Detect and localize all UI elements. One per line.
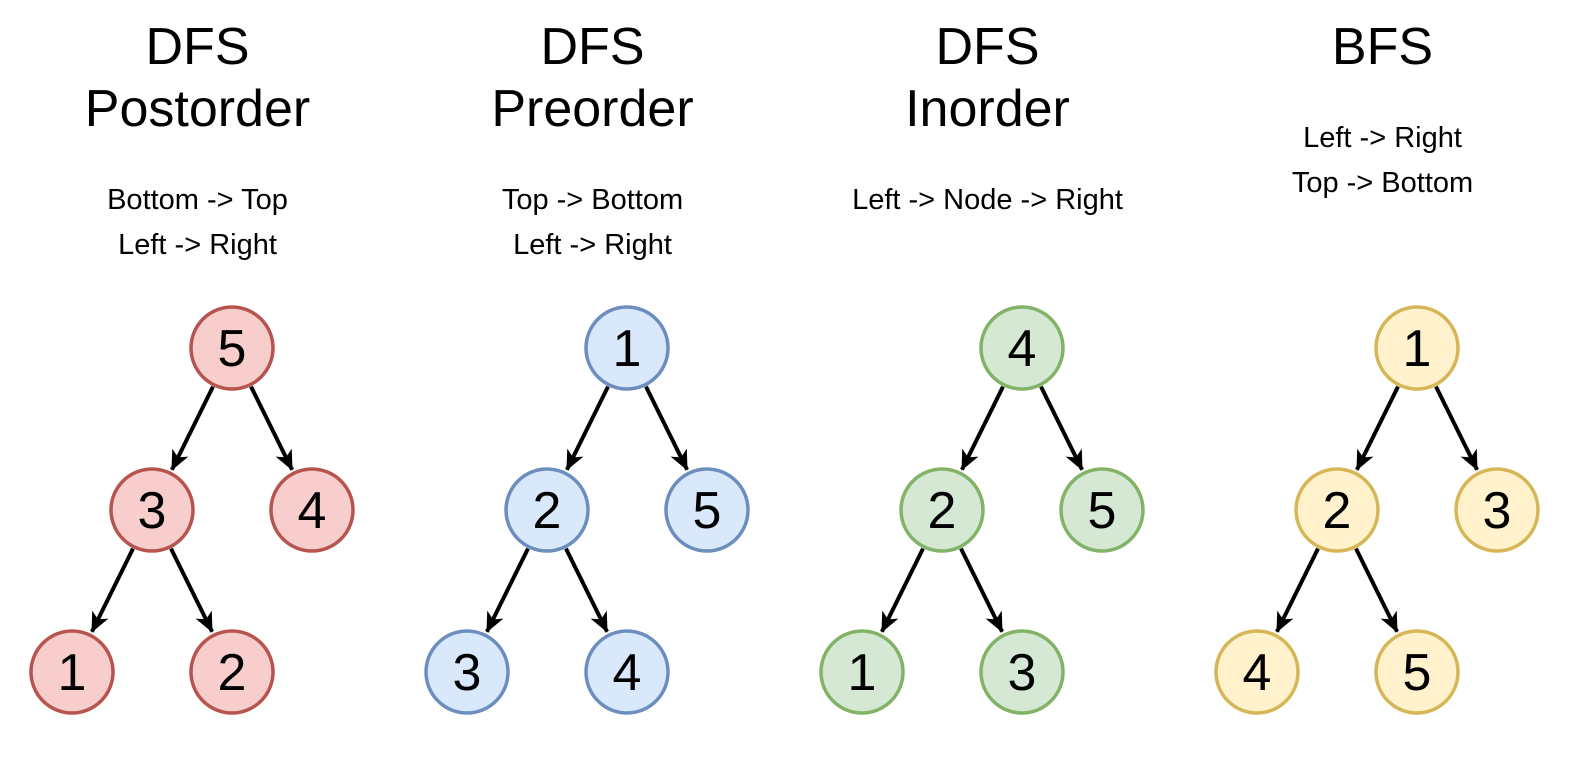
tree-node-right bbox=[1059, 467, 1145, 553]
tree-node-root bbox=[979, 305, 1065, 391]
tree-node-left_left bbox=[1214, 629, 1300, 715]
title-line: DFS bbox=[145, 18, 250, 76]
tree-node-left bbox=[109, 467, 195, 553]
tree-node-right bbox=[269, 467, 355, 553]
tree-bfs: 1 2 3 4 5 bbox=[1185, 300, 1580, 718]
subtitle-line: Top -> Bottom bbox=[501, 184, 684, 216]
tree-node-left_left bbox=[424, 629, 510, 715]
tree-edge bbox=[564, 547, 609, 633]
tree-node-left bbox=[1294, 467, 1380, 553]
title-line: Inorder bbox=[905, 80, 1070, 138]
tree-node-left_right bbox=[584, 629, 670, 715]
tree-node-left_right bbox=[979, 629, 1065, 715]
tree-edge bbox=[565, 385, 610, 471]
tree-node-left bbox=[504, 467, 590, 553]
tree-edge bbox=[170, 385, 215, 471]
tree-node-label: 5 bbox=[1088, 482, 1117, 540]
tree-node-label: 4 bbox=[298, 482, 327, 540]
tree-edge bbox=[1354, 547, 1399, 633]
tree-node-label: 3 bbox=[1008, 644, 1037, 702]
tree-edge bbox=[1355, 385, 1400, 471]
tree-edge bbox=[1039, 385, 1084, 471]
tree-node-label: 1 bbox=[613, 320, 642, 378]
column-subtitle: Left -> Node -> Right bbox=[790, 178, 1185, 223]
tree-edge bbox=[880, 547, 925, 633]
tree-node-label: 2 bbox=[218, 644, 247, 702]
tree-canvas: 1 2 3 4 5 bbox=[1214, 305, 1540, 715]
tree-edge bbox=[169, 547, 214, 633]
subtitle-line: Left -> Right bbox=[1303, 122, 1462, 154]
tree-node-label: 5 bbox=[693, 482, 722, 540]
subtitle-line: Left -> Node -> Right bbox=[852, 184, 1123, 216]
title-line: DFS bbox=[540, 18, 645, 76]
tree-dfs-postorder: 5 3 4 1 2 bbox=[0, 300, 395, 718]
tree-edge bbox=[90, 547, 135, 633]
tree-canvas: 1 2 5 3 4 bbox=[424, 305, 750, 715]
tree-node-label: 1 bbox=[1403, 320, 1432, 378]
tree-edge bbox=[959, 547, 1004, 633]
tree-node-label: 4 bbox=[613, 644, 642, 702]
tree-edge bbox=[1275, 547, 1320, 633]
tree-node-label: 5 bbox=[1403, 644, 1432, 702]
tree-node-label: 4 bbox=[1008, 320, 1037, 378]
tree-edge bbox=[485, 547, 530, 633]
tree-node-label: 4 bbox=[1243, 644, 1272, 702]
tree-edge bbox=[1434, 385, 1479, 471]
title-line: DFS bbox=[935, 18, 1040, 76]
column-title: BFS bbox=[1185, 16, 1580, 78]
tree-node-left bbox=[899, 467, 985, 553]
tree-node-label: 2 bbox=[928, 482, 957, 540]
tree-edge bbox=[960, 385, 1005, 471]
tree-node-root bbox=[1374, 305, 1460, 391]
tree-node-right bbox=[664, 467, 750, 553]
tree-edge bbox=[644, 385, 689, 471]
tree-node-label: 1 bbox=[848, 644, 877, 702]
tree-dfs-preorder: 1 2 5 3 4 bbox=[395, 300, 790, 718]
title-line: Postorder bbox=[84, 80, 311, 138]
tree-node-left_right bbox=[1374, 629, 1460, 715]
tree-node-left_right bbox=[189, 629, 275, 715]
tree-canvas: 5 3 4 1 2 bbox=[29, 305, 355, 715]
tree-node-label: 3 bbox=[1483, 482, 1512, 540]
subtitle-line: Bottom -> Top bbox=[107, 184, 288, 216]
tree-dfs-inorder: 4 2 5 1 3 bbox=[790, 300, 1185, 718]
tree-node-label: 3 bbox=[453, 644, 482, 702]
tree-node-left_left bbox=[819, 629, 905, 715]
tree-node-label: 2 bbox=[533, 482, 562, 540]
title-line: Preorder bbox=[491, 80, 694, 138]
subtitle-line: Left -> Right bbox=[513, 229, 672, 261]
tree-node-left_left bbox=[29, 629, 115, 715]
tree-edge bbox=[249, 385, 294, 471]
tree-node-label: 1 bbox=[58, 644, 87, 702]
tree-node-label: 3 bbox=[138, 482, 167, 540]
tree-node-right bbox=[1454, 467, 1540, 553]
subtitle-line: Left -> Right bbox=[118, 229, 277, 261]
tree-node-root bbox=[189, 305, 275, 391]
tree-node-label: 5 bbox=[218, 320, 247, 378]
title-line: BFS bbox=[1331, 18, 1434, 76]
tree-node-root bbox=[584, 305, 670, 391]
subtitle-line: Top -> Bottom bbox=[1291, 167, 1474, 199]
tree-canvas: 4 2 5 1 3 bbox=[819, 305, 1145, 715]
tree-node-label: 2 bbox=[1323, 482, 1352, 540]
